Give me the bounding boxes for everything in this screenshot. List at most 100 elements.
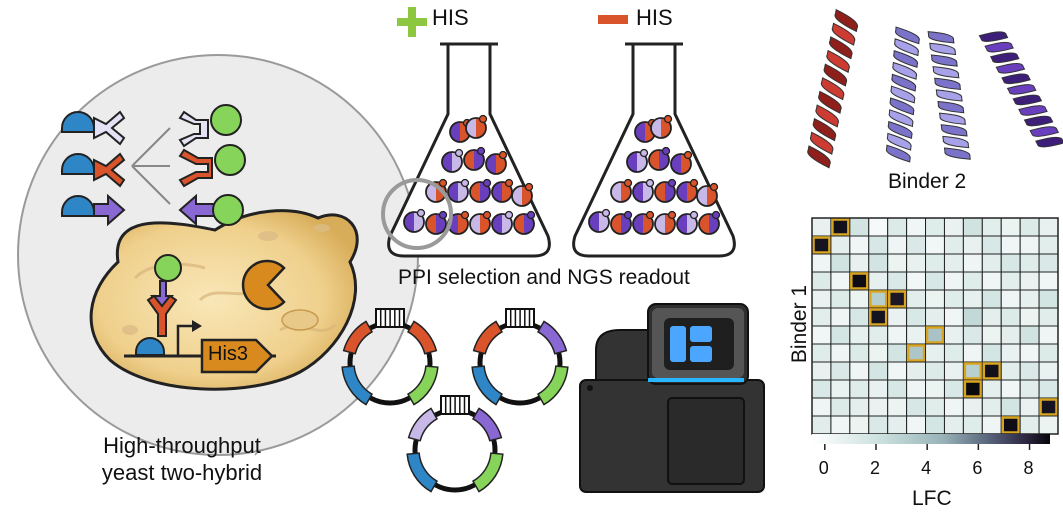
yeast-cell-icon (513, 210, 536, 235)
heatmap-cell (981, 379, 1002, 399)
magnified-yeast-circle (17, 54, 419, 456)
heatmap-cell (943, 415, 964, 435)
heatmap-cell (943, 253, 964, 273)
heatmap-cell (830, 397, 851, 417)
heatmap-cell (962, 307, 983, 327)
heatmap-cell (849, 325, 870, 345)
heatmap-cell (981, 289, 1002, 309)
yeast-cell-icon (626, 148, 649, 173)
flask-plus-his (387, 42, 551, 258)
yeast-cell-icon (610, 178, 633, 203)
heatmap-cell (1019, 343, 1040, 363)
heatmap-cell (925, 397, 945, 417)
heatmap-cell (887, 397, 908, 417)
magnifier-ring (381, 178, 453, 250)
prey-purple-green (178, 193, 244, 227)
colorbar-tick-label: 6 (972, 458, 983, 478)
heatmap-cell (887, 271, 908, 291)
heatmap-cell (1038, 271, 1059, 291)
heatmap-cell (943, 397, 964, 417)
branch-lines (131, 127, 171, 205)
his3-gene (200, 338, 274, 374)
heatmap-cell (981, 415, 1002, 435)
heatmap-cell (943, 271, 964, 291)
yeast-cell-icon (676, 210, 699, 235)
heatmap-cell (962, 253, 983, 273)
colorbar-title: LFC (912, 487, 952, 510)
heatmap-cell (830, 379, 851, 399)
heatmap-cell (1019, 271, 1040, 291)
heatmap-cell (887, 343, 908, 363)
colorbar-tick-label: 4 (921, 458, 932, 478)
heatmap-cell (811, 307, 832, 327)
heatmap-cell (981, 307, 1002, 327)
heatmap-cell (962, 397, 983, 417)
heatmap-cell (981, 325, 1002, 345)
prey-white-green (178, 104, 242, 148)
heatmap-highlight (906, 344, 926, 362)
plasmid-icon (471, 308, 569, 406)
colorbar-tick-label: 8 (1023, 458, 1034, 478)
heatmap-cell (962, 325, 983, 345)
heatmap-cell (849, 217, 870, 237)
heatmap-cell (887, 307, 908, 327)
minus-icon (598, 15, 628, 24)
heatmap-cell (1000, 307, 1021, 327)
heatmap-highlight (963, 380, 983, 398)
ngs-sequencer (579, 303, 765, 493)
heatmap-cell (887, 361, 908, 381)
heatmap-cell (1019, 415, 1040, 435)
heatmap-cell (943, 361, 964, 381)
his3-label: His3 (208, 343, 249, 365)
heatmap-cell (830, 271, 851, 291)
yeast-cell-icon (654, 210, 677, 235)
heatmap-highlight (963, 362, 983, 380)
yeast-cell-icon (449, 118, 472, 143)
heatmap-cell (868, 343, 889, 363)
heatmap-cell (849, 361, 870, 381)
heatmap-cell (868, 325, 889, 345)
heatmap-cell (906, 415, 927, 435)
heatmap-highlight (831, 218, 850, 236)
heatmap-highlight (869, 308, 888, 326)
heatmap-cell (1000, 289, 1021, 309)
dna-complex (124, 254, 276, 374)
heatmap-cell (943, 343, 964, 363)
plasmid-library (341, 308, 569, 493)
heatmap-cell (906, 217, 927, 237)
yeast-cell-icon (465, 114, 488, 139)
yeast-cell-icon (511, 182, 534, 207)
plus-icon (397, 7, 427, 37)
heatmap-cell (906, 271, 927, 291)
prey-red-green (178, 144, 246, 188)
yeast-cell-icon (425, 210, 448, 235)
his-minus-label: HIS (636, 5, 673, 30)
heatmap-highlight (812, 236, 831, 254)
heatmap-cell (1000, 235, 1021, 255)
heatmap-cell (943, 379, 964, 399)
heatmap-cell (925, 361, 945, 381)
heatmap-cell (906, 253, 927, 273)
colorbar (812, 434, 1050, 444)
plasmid-icon (406, 395, 504, 493)
heatmap-cell (811, 361, 832, 381)
yeast-cell-icon (469, 210, 492, 235)
heatmap-cell (981, 235, 1002, 255)
caption-line-1: High-throughput (103, 433, 261, 458)
heatmap-cell (925, 253, 945, 273)
heatmap-highlight (1001, 416, 1020, 434)
heatmap-cell (811, 379, 832, 399)
yeast-cell-icon (588, 208, 611, 233)
heatmap-cell (906, 289, 927, 309)
binder-structures (807, 8, 1063, 169)
heatmap-cell (1000, 217, 1021, 237)
heatmap-cell (906, 325, 927, 345)
enzyme-icon (241, 259, 286, 311)
heatmap-cell (868, 253, 889, 273)
heatmap-cell (811, 343, 832, 363)
heatmap-cell (1038, 217, 1059, 237)
heatmap-cell (849, 343, 870, 363)
heatmap-cell (1038, 379, 1059, 399)
heatmap-cell (868, 361, 889, 381)
heatmap-highlight (869, 290, 888, 308)
